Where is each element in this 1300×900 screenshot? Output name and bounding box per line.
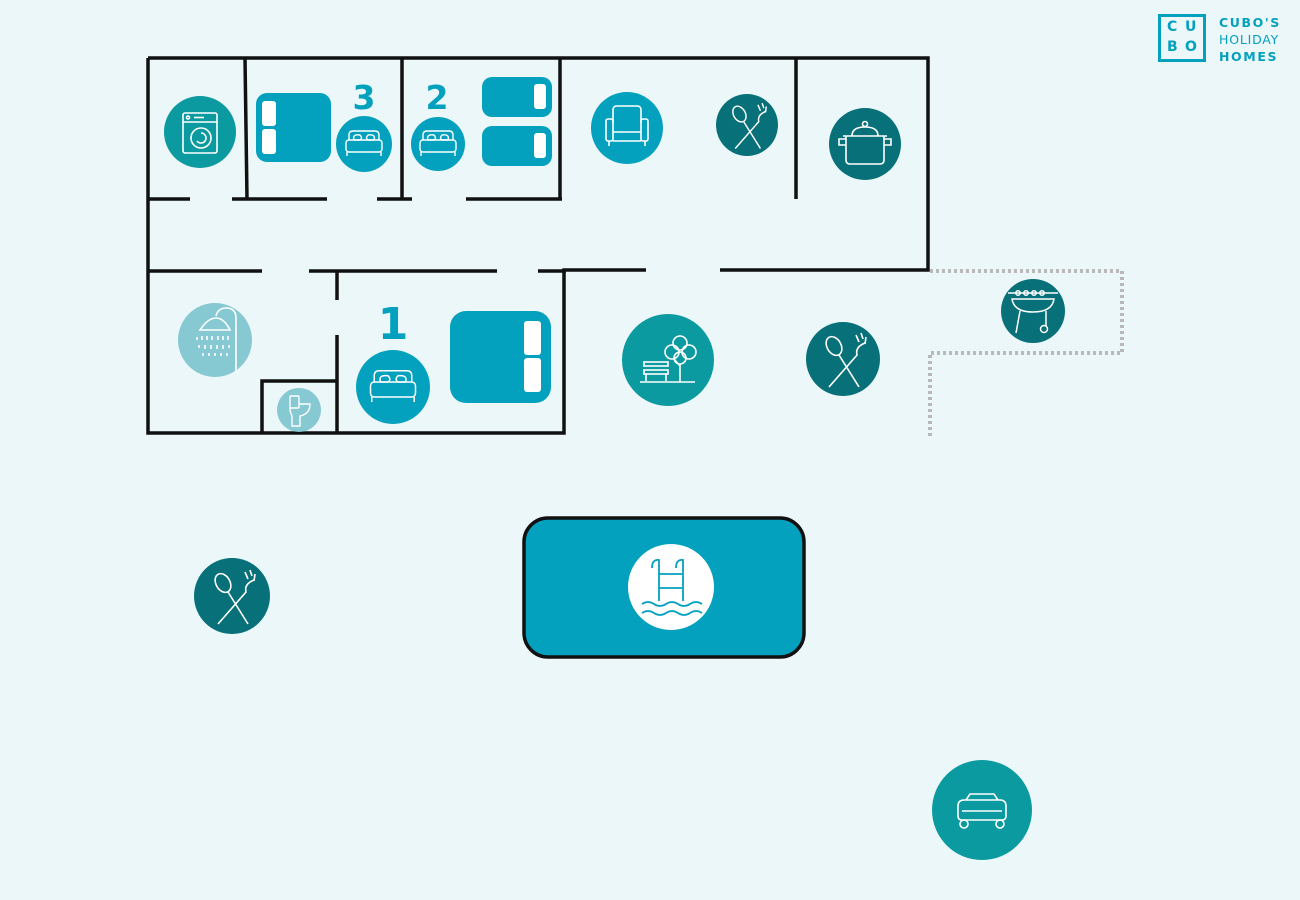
pillow [524, 358, 541, 392]
parking-circle [932, 760, 1032, 860]
terrace-dining-circle [806, 322, 880, 396]
bathroom [178, 303, 252, 377]
logo-box [1158, 14, 1206, 62]
garden-dining-circle [194, 558, 270, 634]
brand-name-line1: CUBO'S [1219, 15, 1281, 30]
toilet-icon [289, 395, 311, 427]
bedroom-2: 2 [411, 77, 552, 171]
garden-circle [622, 314, 714, 406]
brand-name-line3: HOMES [1219, 49, 1279, 64]
garden [622, 314, 714, 406]
toilet-circle [277, 388, 321, 432]
brand-name-line2: HOLIDAY [1219, 32, 1280, 47]
garden-dining [194, 558, 270, 634]
sofa-icon [605, 105, 649, 146]
double-bed-icon [369, 370, 417, 402]
logo-letter-u: U [1185, 19, 1197, 35]
pool [522, 516, 806, 659]
cutlery-icon [214, 569, 256, 625]
pillow [534, 84, 546, 109]
laundry-room [164, 96, 236, 168]
bedroom-3-number: 3 [353, 78, 376, 117]
bedroom-1-number: 1 [378, 299, 409, 350]
toilet-cubicle-wall [260, 379, 337, 433]
toilet [277, 388, 321, 432]
washing-machine-icon [182, 112, 218, 154]
parking [932, 760, 1032, 860]
pillow [262, 129, 276, 154]
shower-icon [196, 307, 237, 372]
bedroom-3: 3 [256, 78, 392, 172]
cutlery-icon [732, 102, 768, 149]
cutlery-icon [825, 332, 867, 388]
pillow [524, 321, 541, 355]
living-circle [591, 92, 663, 164]
barbecue [1001, 279, 1065, 343]
cooking-pot-icon [838, 120, 892, 165]
pillow [262, 101, 276, 126]
barbecue-area-outline [928, 269, 1124, 436]
pillow [534, 133, 546, 158]
double-bed-icon [345, 130, 383, 156]
car-icon [957, 793, 1007, 829]
bed-3-circle [336, 116, 392, 172]
bedroom-2-number: 2 [426, 78, 449, 117]
logo-letter-c: C [1167, 19, 1178, 35]
brand-logo: C U B O CUBO'S HOLIDAY HOMES [1158, 14, 1298, 66]
barbecue-circle [1001, 279, 1065, 343]
pool-circle [628, 544, 714, 630]
kitchen [829, 108, 901, 180]
logo-letter-b: B [1167, 39, 1178, 55]
logo-letter-o: O [1185, 39, 1197, 55]
dining-circle [716, 94, 778, 156]
garden-icon [640, 335, 697, 383]
bedroom-1: 1 [356, 299, 551, 424]
laundry-circle [164, 96, 236, 168]
bathroom-circle [178, 303, 252, 377]
outer-wall-left [146, 58, 646, 435]
outer-wall-upper [148, 56, 930, 272]
terrace-dining [806, 322, 880, 396]
pool-icon [641, 559, 703, 616]
bed-1-circle [356, 350, 430, 424]
walls [146, 56, 930, 435]
double-bed-icon [419, 130, 457, 156]
wall-laundry-bed3 [243, 57, 249, 200]
dining-room [716, 94, 778, 156]
living-room [591, 92, 663, 164]
barbecue-icon [1008, 290, 1058, 334]
bed-2-circle [411, 117, 465, 171]
